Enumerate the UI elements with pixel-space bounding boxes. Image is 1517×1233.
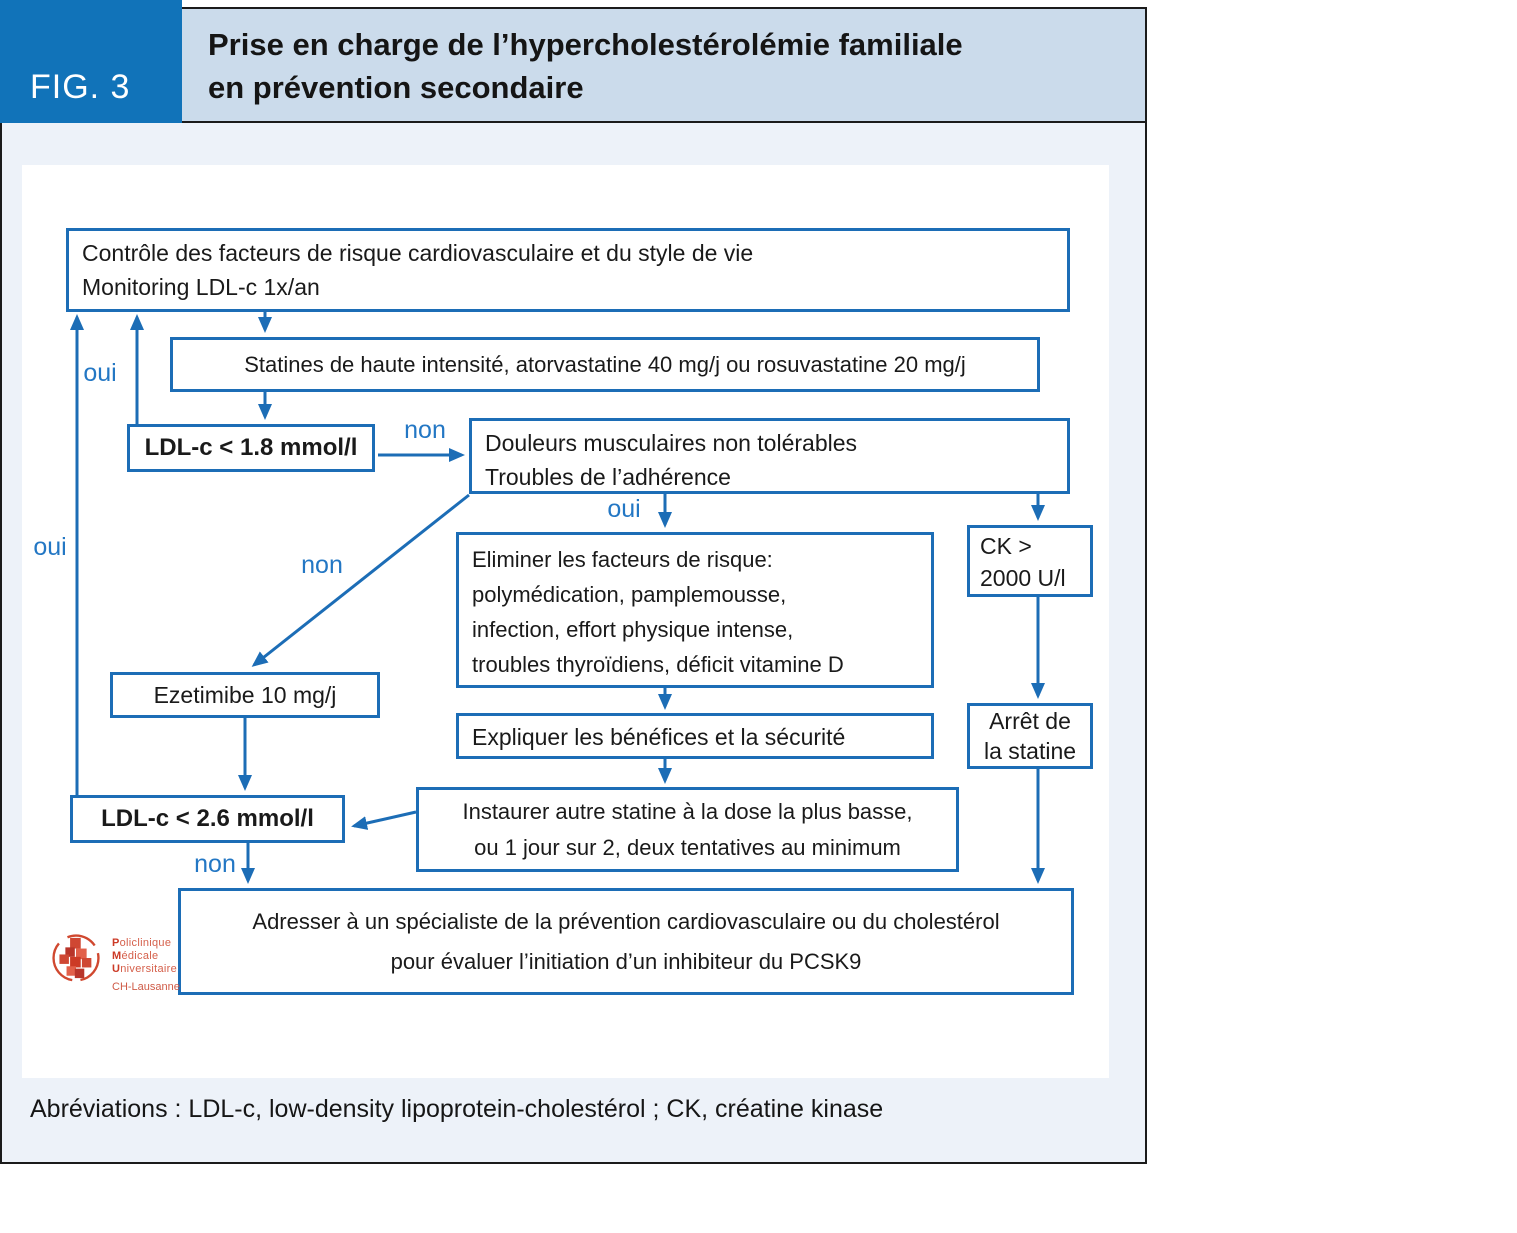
eliminer-line1: Eliminer les facteurs de risque: — [472, 547, 773, 572]
pmu-cross-icon — [52, 934, 100, 982]
box-douleurs-musculaires: Douleurs musculaires non tolérables Trou… — [469, 418, 1070, 494]
box-arret-statine: Arrêt de la statine — [967, 703, 1093, 769]
ck-line2: 2000 U/l — [980, 565, 1066, 591]
ldl18-text: LDL-c < 1.8 mmol/l — [144, 434, 358, 461]
arrow-douleurs-non-diagonal — [251, 493, 470, 667]
box-adresser-specialiste: Adresser à un spécialiste de la préventi… — [178, 888, 1074, 995]
douleurs-line2: Troubles de l’adhérence — [485, 464, 731, 490]
expliquer-text: Expliquer les bénéfices et la sécurité — [472, 724, 846, 750]
label-oui-douleurs: oui — [607, 495, 641, 523]
figure-card: FIG. 3 Prise en charge de l’hypercholest… — [0, 0, 1147, 1164]
pmu-line3: Universitaire — [112, 963, 178, 975]
box-statines-haute-intensite: Statines de haute intensité, atorvastati… — [170, 337, 1040, 392]
label-oui-ldl18: oui — [83, 359, 117, 387]
arret-line2: la statine — [983, 738, 1077, 764]
flow-connectors — [70, 312, 1045, 884]
arrow-instaurer-to-ldl26 — [351, 810, 417, 830]
box-instaurer-statine: Instaurer autre statine à la dose la plu… — [416, 787, 959, 872]
ldl26-text: LDL-c < 2.6 mmol/l — [101, 805, 314, 832]
instaurer-line1: Instaurer autre statine à la dose la plu… — [462, 798, 913, 824]
figure-title-line2: en prévention secondaire — [208, 70, 584, 105]
ck-line1: CK > — [980, 533, 1032, 559]
box-ck-2000: CK > 2000 U/l — [967, 525, 1093, 597]
label-non-douleurs: non — [301, 551, 343, 579]
figure-body: Contrôle des facteurs de risque cardiova… — [2, 123, 1145, 1162]
adresser-line1: Adresser à un spécialiste de la préventi… — [252, 908, 1000, 934]
eliminer-line2: polymédication, pamplemousse, — [472, 582, 787, 607]
pmu-logo: Policlinique Médicale Universitaire CH-L… — [50, 929, 180, 993]
pmu-logo-text: Policlinique Médicale Universitaire CH-L… — [112, 929, 180, 993]
arret-line1: Arrêt de — [989, 708, 1071, 734]
figure-title-line1: Prise en charge de l’hypercholestérolémi… — [208, 27, 963, 62]
pmu-line2: Médicale — [112, 950, 159, 962]
figure-number: FIG. 3 — [30, 68, 131, 106]
label-oui-left: oui — [33, 533, 67, 561]
box-ldl-1-8: LDL-c < 1.8 mmol/l — [127, 424, 375, 472]
box-ezetimibe: Ezetimibe 10 mg/j — [110, 672, 380, 718]
box-ldl-2-6: LDL-c < 2.6 mmol/l — [70, 795, 345, 843]
pmu-line1: Policlinique — [112, 937, 172, 949]
adresser-line2: pour évaluer l’initiation d’un inhibiteu… — [390, 948, 862, 974]
instaurer-line2: ou 1 jour sur 2, deux tentatives au mini… — [474, 834, 901, 860]
label-non-ldl26: non — [194, 850, 236, 878]
figure-title: Prise en charge de l’hypercholestérolémi… — [182, 9, 1145, 121]
figure-number-tag: FIG. 3 — [0, 0, 182, 123]
douleurs-line1: Douleurs musculaires non tolérables — [485, 430, 858, 456]
controle-line2: Monitoring LDL-c 1x/an — [82, 274, 320, 300]
abbreviations-footnote: Abréviations : LDL-c, low-density lipopr… — [30, 1095, 884, 1123]
controle-line1: Contrôle des facteurs de risque cardiova… — [82, 240, 754, 266]
box-eliminer-facteurs: Eliminer les facteurs de risque: polyméd… — [456, 532, 934, 688]
box-expliquer-benefices: Expliquer les bénéfices et la sécurité — [456, 713, 934, 759]
ezetimibe-text: Ezetimibe 10 mg/j — [153, 682, 337, 708]
pmu-city: CH-Lausanne — [112, 981, 180, 993]
figure-header: FIG. 3 Prise en charge de l’hypercholest… — [0, 0, 1145, 123]
statines-text: Statines de haute intensité, atorvastati… — [244, 351, 966, 377]
box-controle-facteurs: Contrôle des facteurs de risque cardiova… — [66, 228, 1070, 312]
eliminer-line3: infection, effort physique intense, — [472, 617, 794, 642]
eliminer-line4: troubles thyroïdiens, déficit vitamine D — [472, 652, 844, 677]
label-non-ldl18: non — [404, 416, 446, 444]
